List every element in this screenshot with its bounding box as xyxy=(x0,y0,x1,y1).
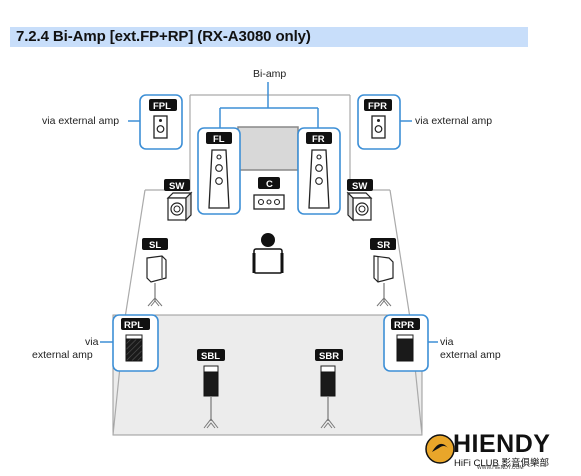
external-amp-right: external amp xyxy=(440,349,501,361)
speaker-tag-sbr: SBR xyxy=(319,351,339,362)
via-external-amp-left: via external amp xyxy=(42,115,119,127)
speaker-tag-fr: FR xyxy=(312,134,325,145)
tv-screen xyxy=(237,126,299,171)
fr-speaker-icon xyxy=(308,149,330,209)
via-external-amp-right: via external amp xyxy=(415,115,492,127)
speaker-tag-sl: SL xyxy=(149,240,161,251)
speaker-tag-fpl: FPL xyxy=(153,101,171,112)
speaker-tag-sw-left: SW xyxy=(169,181,184,192)
speaker-tag-rpl: RPL xyxy=(124,320,143,331)
sl-speaker-icon xyxy=(146,255,167,307)
sbl-speaker-icon xyxy=(203,365,219,429)
speaker-tag-sbl: SBL xyxy=(201,351,220,362)
via-right: via xyxy=(440,336,454,348)
sbr-speaker-icon xyxy=(320,365,336,429)
speaker-tag-c: C xyxy=(266,179,273,190)
center-speaker-icon xyxy=(253,194,285,210)
hiendy-logo-mark xyxy=(425,434,455,464)
watermark-site: WWW.HIENDY.COM xyxy=(477,465,524,471)
fl-speaker-icon xyxy=(208,149,230,209)
external-amp-left: external amp xyxy=(32,349,93,361)
fpr-speaker-icon xyxy=(371,115,386,139)
speaker-tag-sw-right: SW xyxy=(352,181,367,192)
rpl-speaker-icon xyxy=(125,334,143,362)
speaker-tag-rpr: RPR xyxy=(394,320,414,331)
biamp-bracket xyxy=(219,82,319,128)
rear-floor-zone xyxy=(112,314,423,436)
listener-icon xyxy=(252,233,284,274)
subwoofer-left-icon xyxy=(166,191,193,222)
fpl-speaker-icon xyxy=(153,115,168,139)
via-left: via xyxy=(85,336,99,348)
speaker-tag-fpr: FPR xyxy=(368,101,387,112)
speaker-tag-sr: SR xyxy=(377,240,390,251)
watermark-subtitle: HiFi CLUB 影音俱樂部 xyxy=(454,458,550,469)
subwoofer-right-icon xyxy=(346,191,373,222)
section-title-bar: 7.2.4 Bi-Amp [ext.FP+RP] (RX-A3080 only) xyxy=(10,27,528,47)
section-title: 7.2.4 Bi-Amp [ext.FP+RP] (RX-A3080 only) xyxy=(16,28,311,45)
watermark-brand: HIENDY xyxy=(453,430,551,458)
rpr-speaker-icon xyxy=(396,334,414,362)
biamp-label: Bi-amp xyxy=(253,68,286,80)
sr-speaker-icon xyxy=(373,255,394,307)
speaker-tag-fl: FL xyxy=(213,134,225,145)
